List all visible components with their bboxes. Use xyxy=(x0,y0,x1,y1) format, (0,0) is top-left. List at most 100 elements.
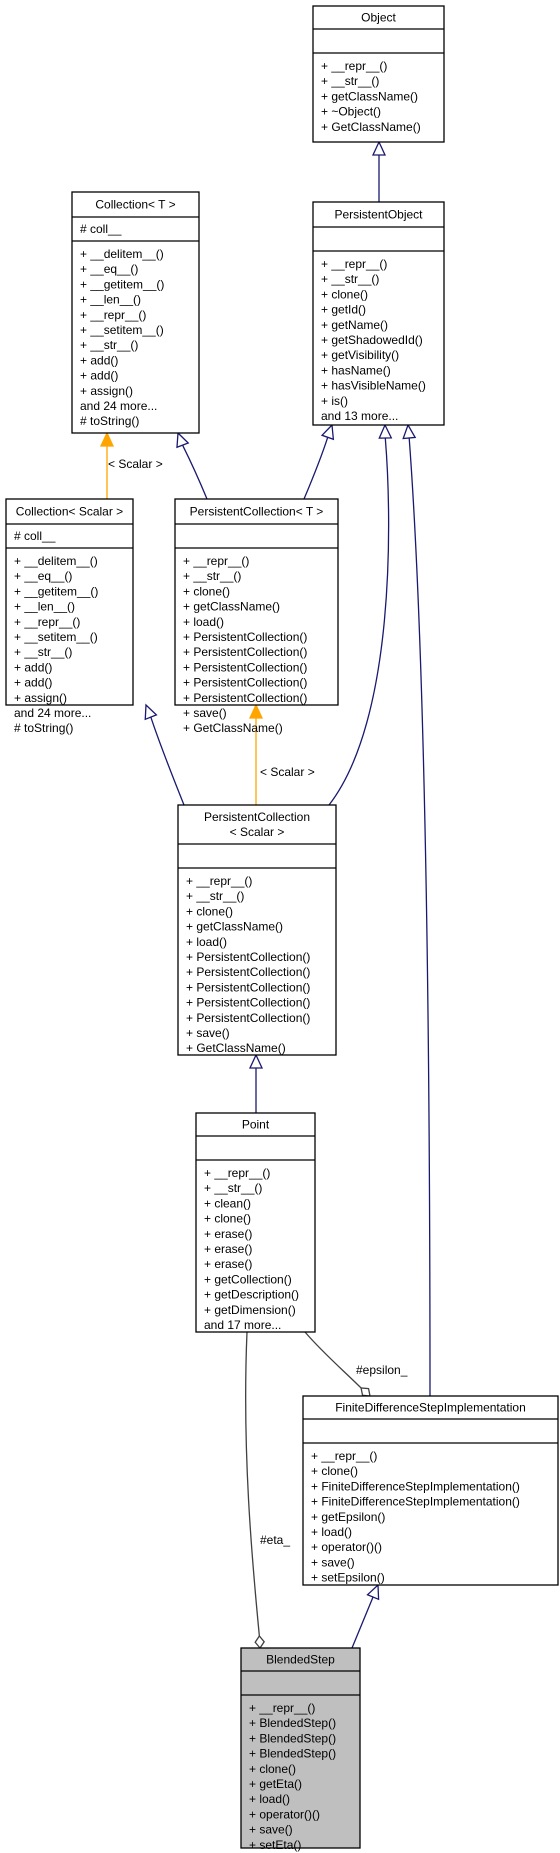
class-method: + add() xyxy=(80,369,118,383)
class-method: + assign() xyxy=(14,691,67,705)
class-box-frame xyxy=(195,1112,316,1333)
class-method: + getClassName() xyxy=(183,600,280,614)
class-method: + __repr__() xyxy=(186,874,252,888)
edge-inherit-pcolls-collections xyxy=(150,716,185,806)
class-method: + add() xyxy=(80,353,118,367)
class-method: + __delitem__() xyxy=(14,554,98,568)
edge-usage-eta xyxy=(245,1331,261,1637)
class-method: + save() xyxy=(186,1026,230,1040)
class-method: + load() xyxy=(186,935,227,949)
inheritance-arrowhead xyxy=(402,423,417,440)
class-method: + PersistentCollection() xyxy=(183,630,307,644)
class-box-blended-step[interactable]: BlendedStep+ __repr__()+ BlendedStep()+ … xyxy=(240,1647,361,1852)
inheritance-arrowhead xyxy=(378,423,393,439)
class-method: + getVisibility() xyxy=(321,348,399,362)
aggregation-diamond xyxy=(254,1634,265,1650)
class-method: + getClassName() xyxy=(186,920,283,934)
class-method: + PersistentCollection() xyxy=(183,691,307,705)
inheritance-arrowhead xyxy=(320,423,335,441)
edge-label-scalar-template-2: < Scalar > xyxy=(260,765,315,779)
class-method: + save() xyxy=(249,1823,293,1837)
class-method: + __delitem__() xyxy=(80,247,164,261)
class-method: + BlendedStep() xyxy=(249,1731,336,1745)
class-method: # toString() xyxy=(80,414,139,428)
class-method: + save() xyxy=(311,1555,355,1569)
class-title: Collection< T > xyxy=(95,197,175,211)
class-method: + clone() xyxy=(186,904,233,918)
edge-inherit-fds-persistentobject xyxy=(408,437,431,1397)
class-method: + PersistentCollection() xyxy=(186,965,310,979)
class-title: Point xyxy=(242,1117,270,1131)
inheritance-arrowhead xyxy=(371,140,387,156)
class-method: and 13 more... xyxy=(321,409,398,423)
class-method: + erase() xyxy=(204,1227,252,1241)
edge-inherit-pcollt-collectiont xyxy=(182,444,208,500)
class-box-object[interactable]: Object+ __repr__()+ __str__()+ getClassN… xyxy=(312,5,445,143)
class-box-frame xyxy=(174,498,339,706)
class-method: + __repr__() xyxy=(321,59,387,73)
class-method: + load() xyxy=(311,1525,352,1539)
class-method: + __repr__() xyxy=(14,615,80,629)
class-title: BlendedStep xyxy=(266,1652,335,1666)
class-method: # toString() xyxy=(14,721,73,735)
class-method: + hasVisibleName() xyxy=(321,379,426,393)
class-method: + PersistentCollection() xyxy=(186,950,310,964)
class-method: + __str__() xyxy=(186,889,244,903)
class-title: PersistentCollection< T > xyxy=(190,504,324,518)
class-method: and 17 more... xyxy=(204,1318,281,1332)
class-box-persistent-object[interactable]: PersistentObject+ __repr__()+ __str__()+… xyxy=(312,201,445,426)
class-method: + save() xyxy=(183,706,227,720)
class-method: and 24 more... xyxy=(14,706,91,720)
class-method: + operator()() xyxy=(249,1807,320,1821)
class-method: + PersistentCollection() xyxy=(183,676,307,690)
class-method: + PersistentCollection() xyxy=(183,645,307,659)
class-method: + erase() xyxy=(204,1242,252,1256)
class-box-point[interactable]: Point+ __repr__()+ __str__()+ clean()+ c… xyxy=(195,1112,316,1333)
class-method: + add() xyxy=(14,660,52,674)
class-method: + load() xyxy=(183,615,224,629)
class-box-collection-t[interactable]: Collection< T > # coll__ + __delitem__() + … xyxy=(71,191,200,434)
edge-labels-layer: < Scalar >< Scalar >#epsilon_#eta_ xyxy=(108,457,408,1547)
class-method: + hasName() xyxy=(321,363,391,377)
inheritance-arrowhead xyxy=(176,431,190,449)
class-method: + __setitem__() xyxy=(14,630,98,644)
class-box-frame xyxy=(177,804,337,1056)
class-method: + assign() xyxy=(80,384,133,398)
class-method: + load() xyxy=(249,1792,290,1806)
edges-layer xyxy=(99,140,431,1650)
class-method: + add() xyxy=(14,676,52,690)
class-method: + GetClassName() xyxy=(321,120,421,134)
class-method: + PersistentCollection() xyxy=(186,980,310,994)
class-title: PersistentCollection xyxy=(204,810,310,824)
class-method: + __str__() xyxy=(204,1181,262,1195)
class-method: + __repr__() xyxy=(80,308,146,322)
class-box-collection-scalar[interactable]: Collection< Scalar ># coll__+ __delitem_… xyxy=(5,498,134,735)
class-box-persistent-collection-t[interactable]: PersistentCollection< T >+ __repr__()+ _… xyxy=(174,498,339,735)
class-method: + __len__() xyxy=(14,600,75,614)
class-box-frame xyxy=(5,498,134,706)
class-attribute: # coll__ xyxy=(80,222,122,236)
class-method: + clone() xyxy=(249,1762,296,1776)
class-method: + getClassName() xyxy=(321,89,418,103)
class-method: + getName() xyxy=(321,318,388,332)
class-method: + PersistentCollection() xyxy=(186,1011,310,1025)
class-method: + getEpsilon() xyxy=(311,1510,385,1524)
class-method: + __getitem__() xyxy=(80,277,164,291)
class-method: + __len__() xyxy=(80,293,141,307)
class-method: + __str__() xyxy=(14,645,72,659)
class-box-frame xyxy=(312,201,445,426)
edge-label-eta: #eta_ xyxy=(260,1533,290,1547)
class-box-frame xyxy=(71,191,200,434)
class-box-fds-impl[interactable]: FiniteDifferenceStepImplementation+ __re… xyxy=(302,1395,559,1586)
class-title: PersistentObject xyxy=(334,207,423,221)
class-method: + __repr__() xyxy=(204,1166,270,1180)
edge-label-scalar-template-1: < Scalar > xyxy=(108,457,163,471)
class-method: + getCollection() xyxy=(204,1272,292,1286)
class-method: + clone() xyxy=(321,287,368,301)
class-method: + __repr__() xyxy=(321,257,387,271)
class-box-persistent-collection-scalar[interactable]: PersistentCollection< Scalar > + __repr__… xyxy=(177,804,337,1056)
class-box-frame xyxy=(302,1395,559,1586)
class-method: + PersistentCollection() xyxy=(186,996,310,1010)
class-attribute: # coll__ xyxy=(14,529,56,543)
class-title: < Scalar > xyxy=(230,825,285,839)
